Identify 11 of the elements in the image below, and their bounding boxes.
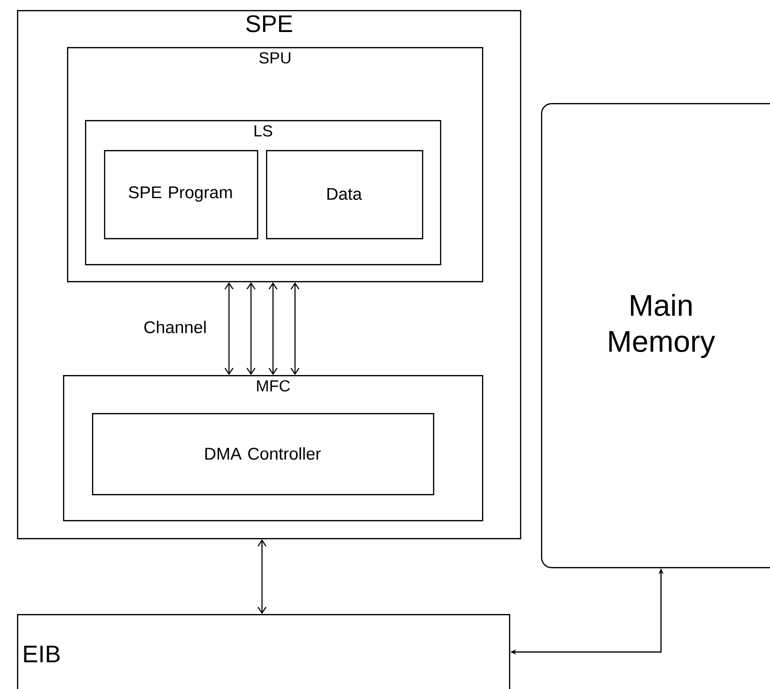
- arrow: [258, 539, 266, 614]
- channel-label: Channel: [144, 320, 206, 334]
- memory-box: Main Memory: [541, 103, 770, 568]
- arrow: [224, 282, 234, 375]
- component-box: SPE Program: [104, 150, 258, 240]
- arrow: [290, 282, 300, 375]
- component-box: DMA Controller: [92, 413, 434, 496]
- arrow: [246, 282, 256, 375]
- bus-box: EIB: [17, 614, 510, 689]
- component-box: Data: [266, 150, 424, 240]
- arrow: [268, 282, 278, 375]
